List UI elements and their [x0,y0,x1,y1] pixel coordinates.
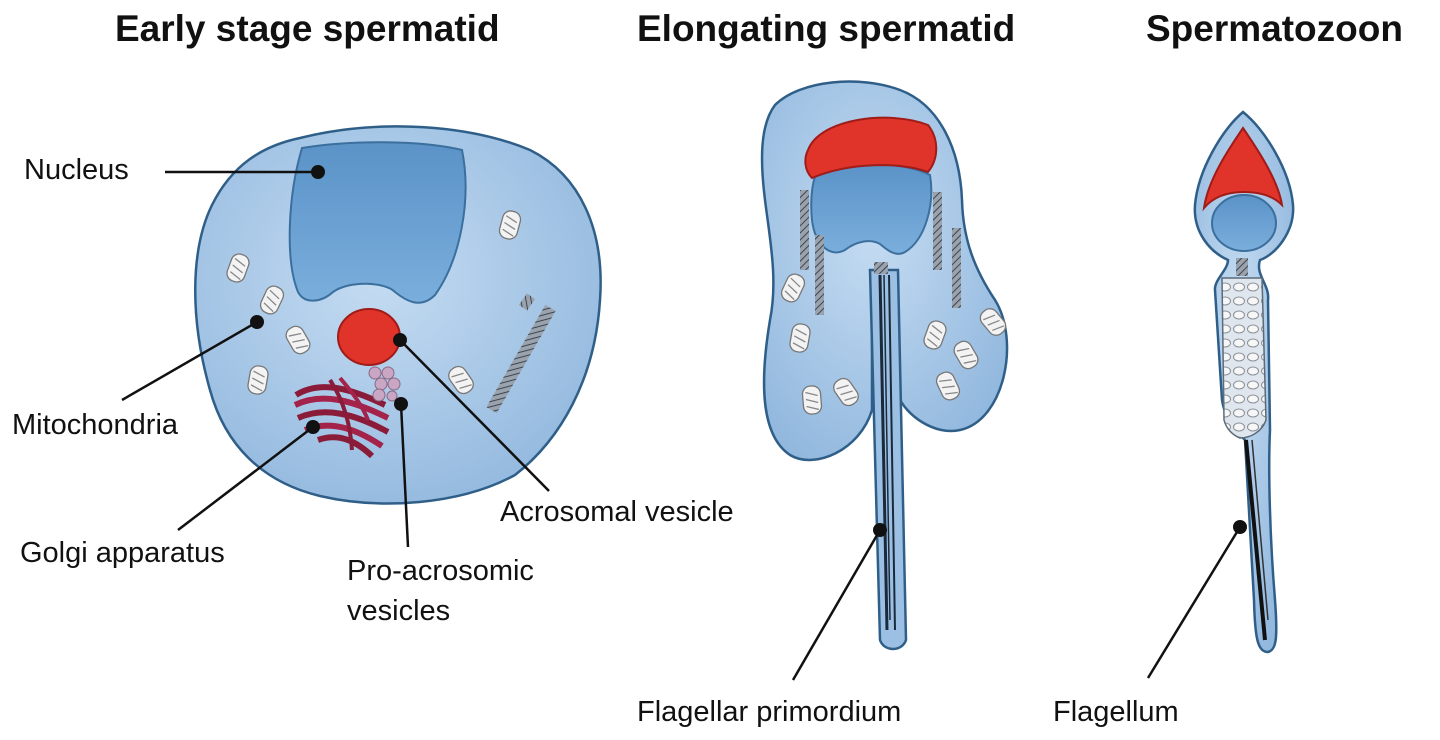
spermatozoon-acrosome [1202,126,1284,212]
early-centriole-flagellum [486,293,556,414]
label-pro-acrosomic-line1: Pro-acrosomic [347,555,534,587]
label-flagellar-primordium: Flagellar primordium [637,696,902,728]
early-acrosomal-vesicle [337,308,401,366]
label-flagellum: Flagellum [1053,696,1179,728]
early-pro-acrosomic-vesicles [368,366,401,402]
title-early-spermatid: Early stage spermatid [115,8,500,49]
elongating-flagellar-tail [868,262,908,651]
elongating-nucleus [810,162,933,255]
label-golgi-apparatus: Golgi apparatus [20,537,225,569]
elongating-microtubules [800,190,961,315]
label-pro-acrosomic-line2: vesicles [347,595,451,627]
label-acrosomal-vesicle: Acrosomal vesicle [500,496,734,528]
title-spermatozoon: Spermatozoon [1146,8,1403,49]
spermatozoon-axoneme [1244,439,1269,641]
leader-lines [121,165,1247,681]
early-nucleus [288,141,467,304]
label-nucleus: Nucleus [24,154,129,186]
spermatozoon-nucleus [1211,194,1277,252]
title-elongating-spermatid: Elongating spermatid [637,8,1016,49]
spermatozoon-midpiece [1221,258,1267,439]
label-mitochondria: Mitochondria [12,409,179,441]
elongating-acrosome [804,116,938,180]
